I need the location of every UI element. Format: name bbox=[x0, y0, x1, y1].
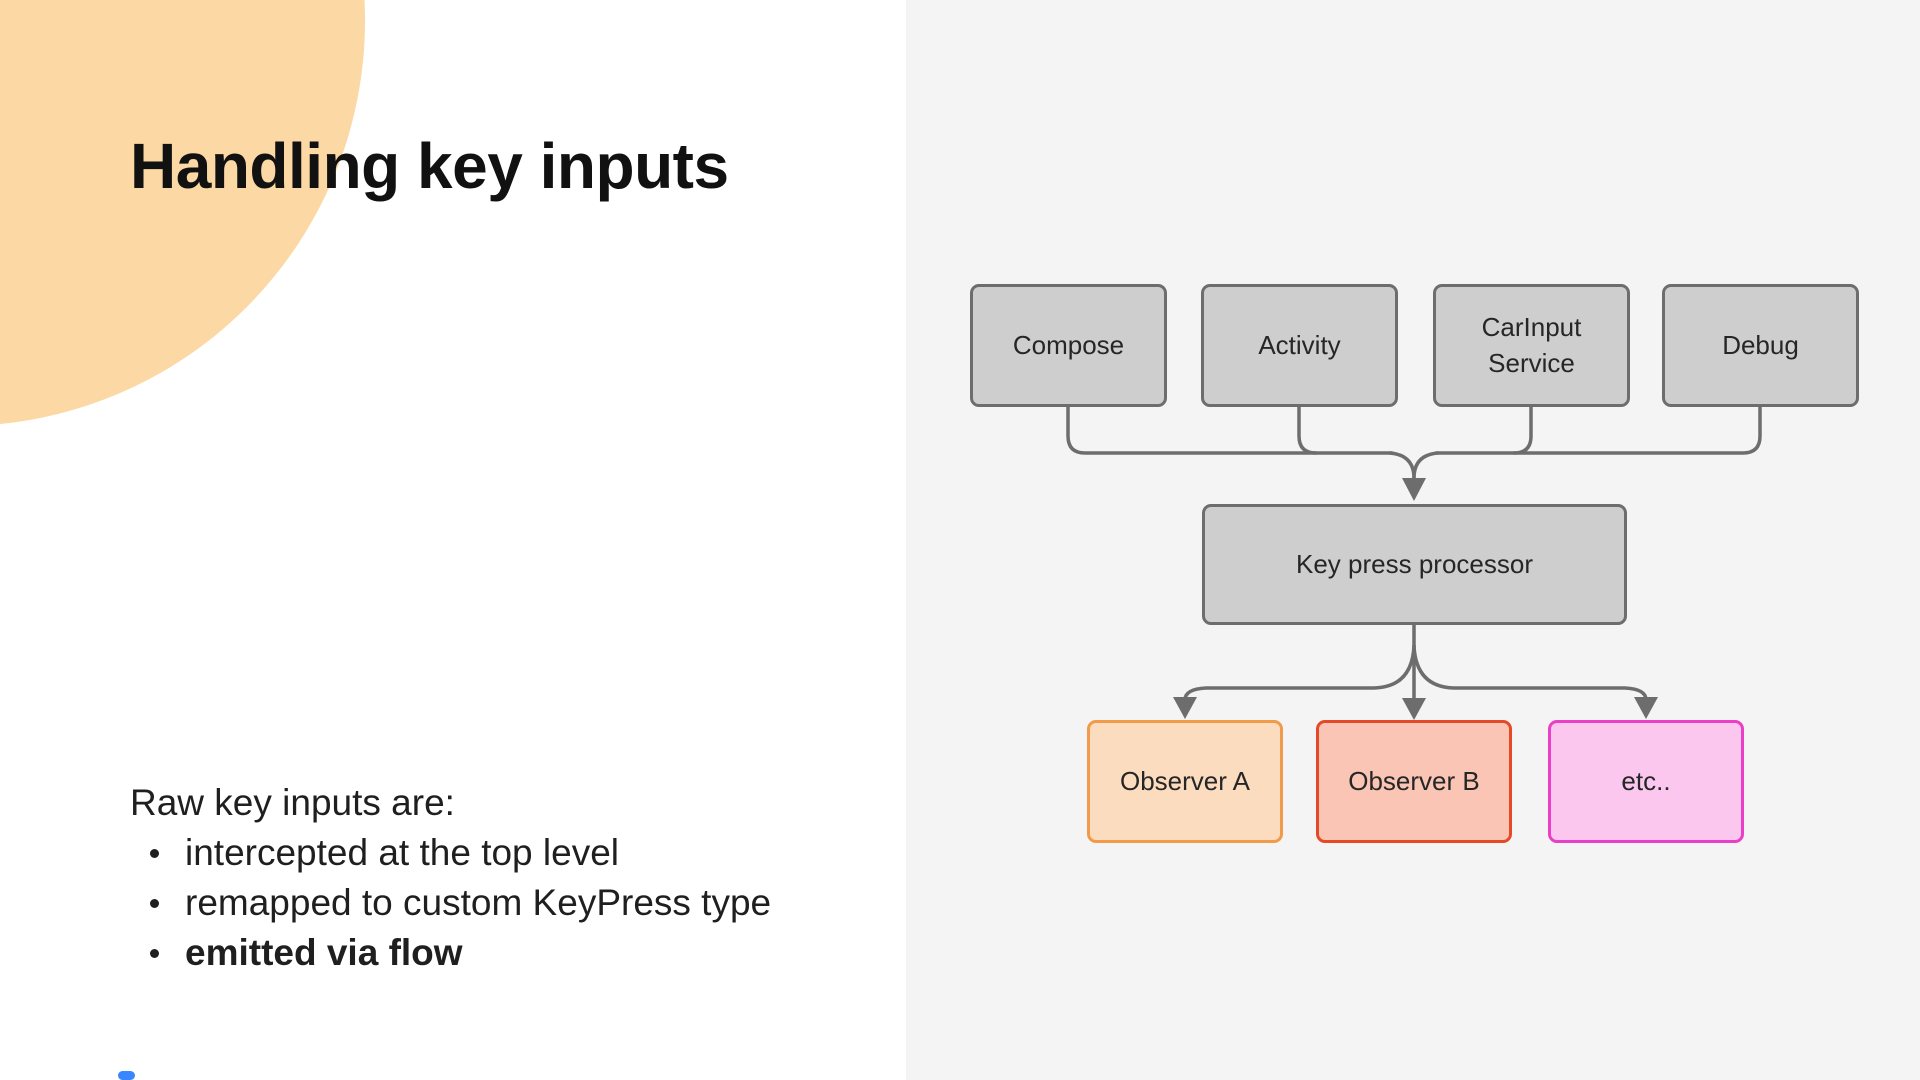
node-label: Observer A bbox=[1119, 765, 1251, 796]
slide-title: Handling key inputs bbox=[130, 130, 729, 202]
bullet-item: emitted via flow bbox=[130, 928, 771, 978]
node-label: Key press processor bbox=[1296, 548, 1533, 579]
bullet-list: intercepted at the top level remapped to… bbox=[130, 828, 771, 978]
node-carinput-service: CarInput Service bbox=[1433, 284, 1630, 407]
node-label: Debug bbox=[1722, 329, 1799, 360]
bullet-text: remapped to custom KeyPress type bbox=[185, 882, 772, 923]
accent-circle-decoration bbox=[0, 0, 365, 426]
body-text-block: Raw key inputs are: intercepted at the t… bbox=[130, 778, 771, 978]
node-label: Activity bbox=[1258, 329, 1341, 360]
node-debug: Debug bbox=[1662, 284, 1859, 407]
node-observer-b: Observer B bbox=[1316, 720, 1512, 843]
bullet-item: remapped to custom KeyPress type bbox=[130, 878, 771, 928]
body-intro: Raw key inputs are: bbox=[130, 782, 455, 823]
node-etc: etc.. bbox=[1548, 720, 1744, 843]
node-label: CarInput Service bbox=[1481, 312, 1582, 378]
node-label: Observer B bbox=[1348, 765, 1480, 796]
node-compose: Compose bbox=[970, 284, 1167, 407]
node-label: Compose bbox=[1012, 329, 1125, 360]
progress-indicator bbox=[118, 1071, 135, 1080]
bullet-dot-icon bbox=[150, 949, 159, 958]
bullet-text: intercepted at the top level bbox=[185, 832, 620, 873]
bullet-item: intercepted at the top level bbox=[130, 828, 771, 878]
node-observer-a: Observer A bbox=[1087, 720, 1283, 843]
node-activity: Activity bbox=[1201, 284, 1398, 407]
node-key-press-processor: Key press processor bbox=[1202, 504, 1627, 625]
bullet-dot-icon bbox=[150, 899, 159, 908]
bullet-text: emitted via flow bbox=[185, 932, 463, 973]
bullet-dot-icon bbox=[150, 849, 159, 858]
node-label: etc.. bbox=[1621, 765, 1671, 796]
